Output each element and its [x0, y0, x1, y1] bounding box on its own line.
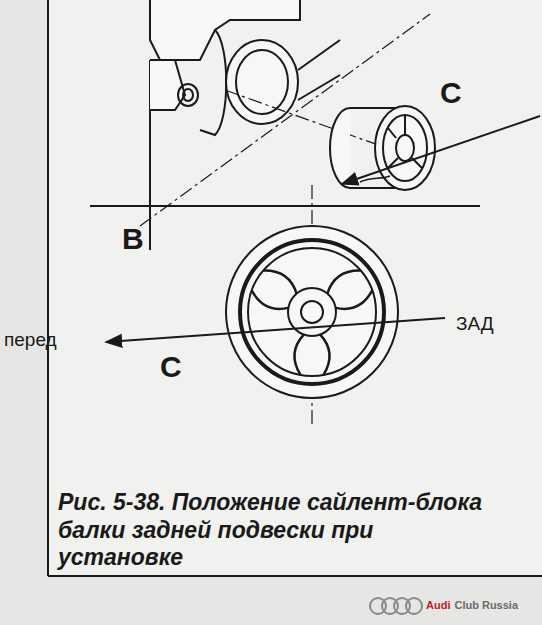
silent-block	[330, 106, 435, 190]
section-line	[90, 205, 480, 207]
spoke	[294, 335, 303, 375]
rotation-mark	[360, 176, 390, 182]
spoke	[263, 271, 296, 294]
watermark: Club Russia	[454, 600, 518, 611]
direction-letter: C	[160, 352, 182, 382]
direction-label: ЗАД	[456, 314, 494, 333]
frame-line	[47, 0, 49, 576]
direction-letter: C	[440, 78, 462, 108]
figure-caption: Рис. 5-38. Положение сайлент-блока балки…	[58, 489, 488, 572]
audi-rings	[370, 598, 422, 614]
axis-line	[140, 14, 430, 425]
direction-arrow	[106, 318, 445, 342]
watermark: Audi	[426, 600, 450, 611]
point-letter: B	[122, 224, 144, 254]
figure-panel	[48, 0, 542, 576]
spoke	[336, 290, 373, 308]
direction-arrow	[342, 116, 540, 184]
spoke	[252, 290, 289, 308]
silent-block-end-view	[226, 226, 398, 398]
spoke	[320, 335, 329, 375]
frame-line	[48, 575, 542, 577]
direction-label: перед	[4, 330, 57, 349]
spoke	[327, 271, 360, 294]
